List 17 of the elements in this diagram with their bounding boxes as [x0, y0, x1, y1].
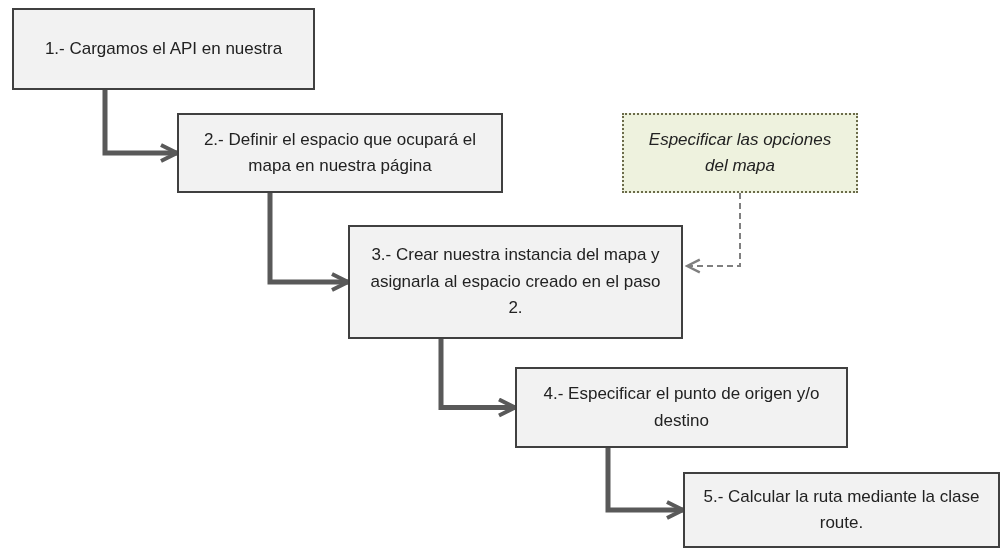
arrow	[438, 339, 517, 418]
process-box	[515, 367, 848, 448]
box-text: 3.- Crear nuestra instancia del mapa y asignarla al espacio creado en el paso 2.	[369, 244, 662, 320]
process-box	[12, 8, 315, 90]
box-text: 1.- Cargamos el API en nuestra	[44, 37, 283, 60]
process-box	[348, 225, 683, 339]
arrow	[267, 193, 350, 292]
arrow	[605, 448, 685, 520]
process-box	[683, 472, 1000, 548]
process-box	[177, 113, 503, 193]
box-text: 4.- Especificar el punto de origen y/o destino	[542, 383, 821, 432]
note-box	[622, 113, 858, 193]
box-text: Especificar las opciones del mapa	[647, 128, 833, 177]
arrow	[685, 192, 741, 274]
box-text: 5.- Calcular la ruta mediante la clase route.	[702, 485, 981, 534]
arrow	[102, 90, 179, 163]
box-text: 2.- Definir el espacio que ocupará el mapa en nuestra página	[202, 128, 478, 177]
